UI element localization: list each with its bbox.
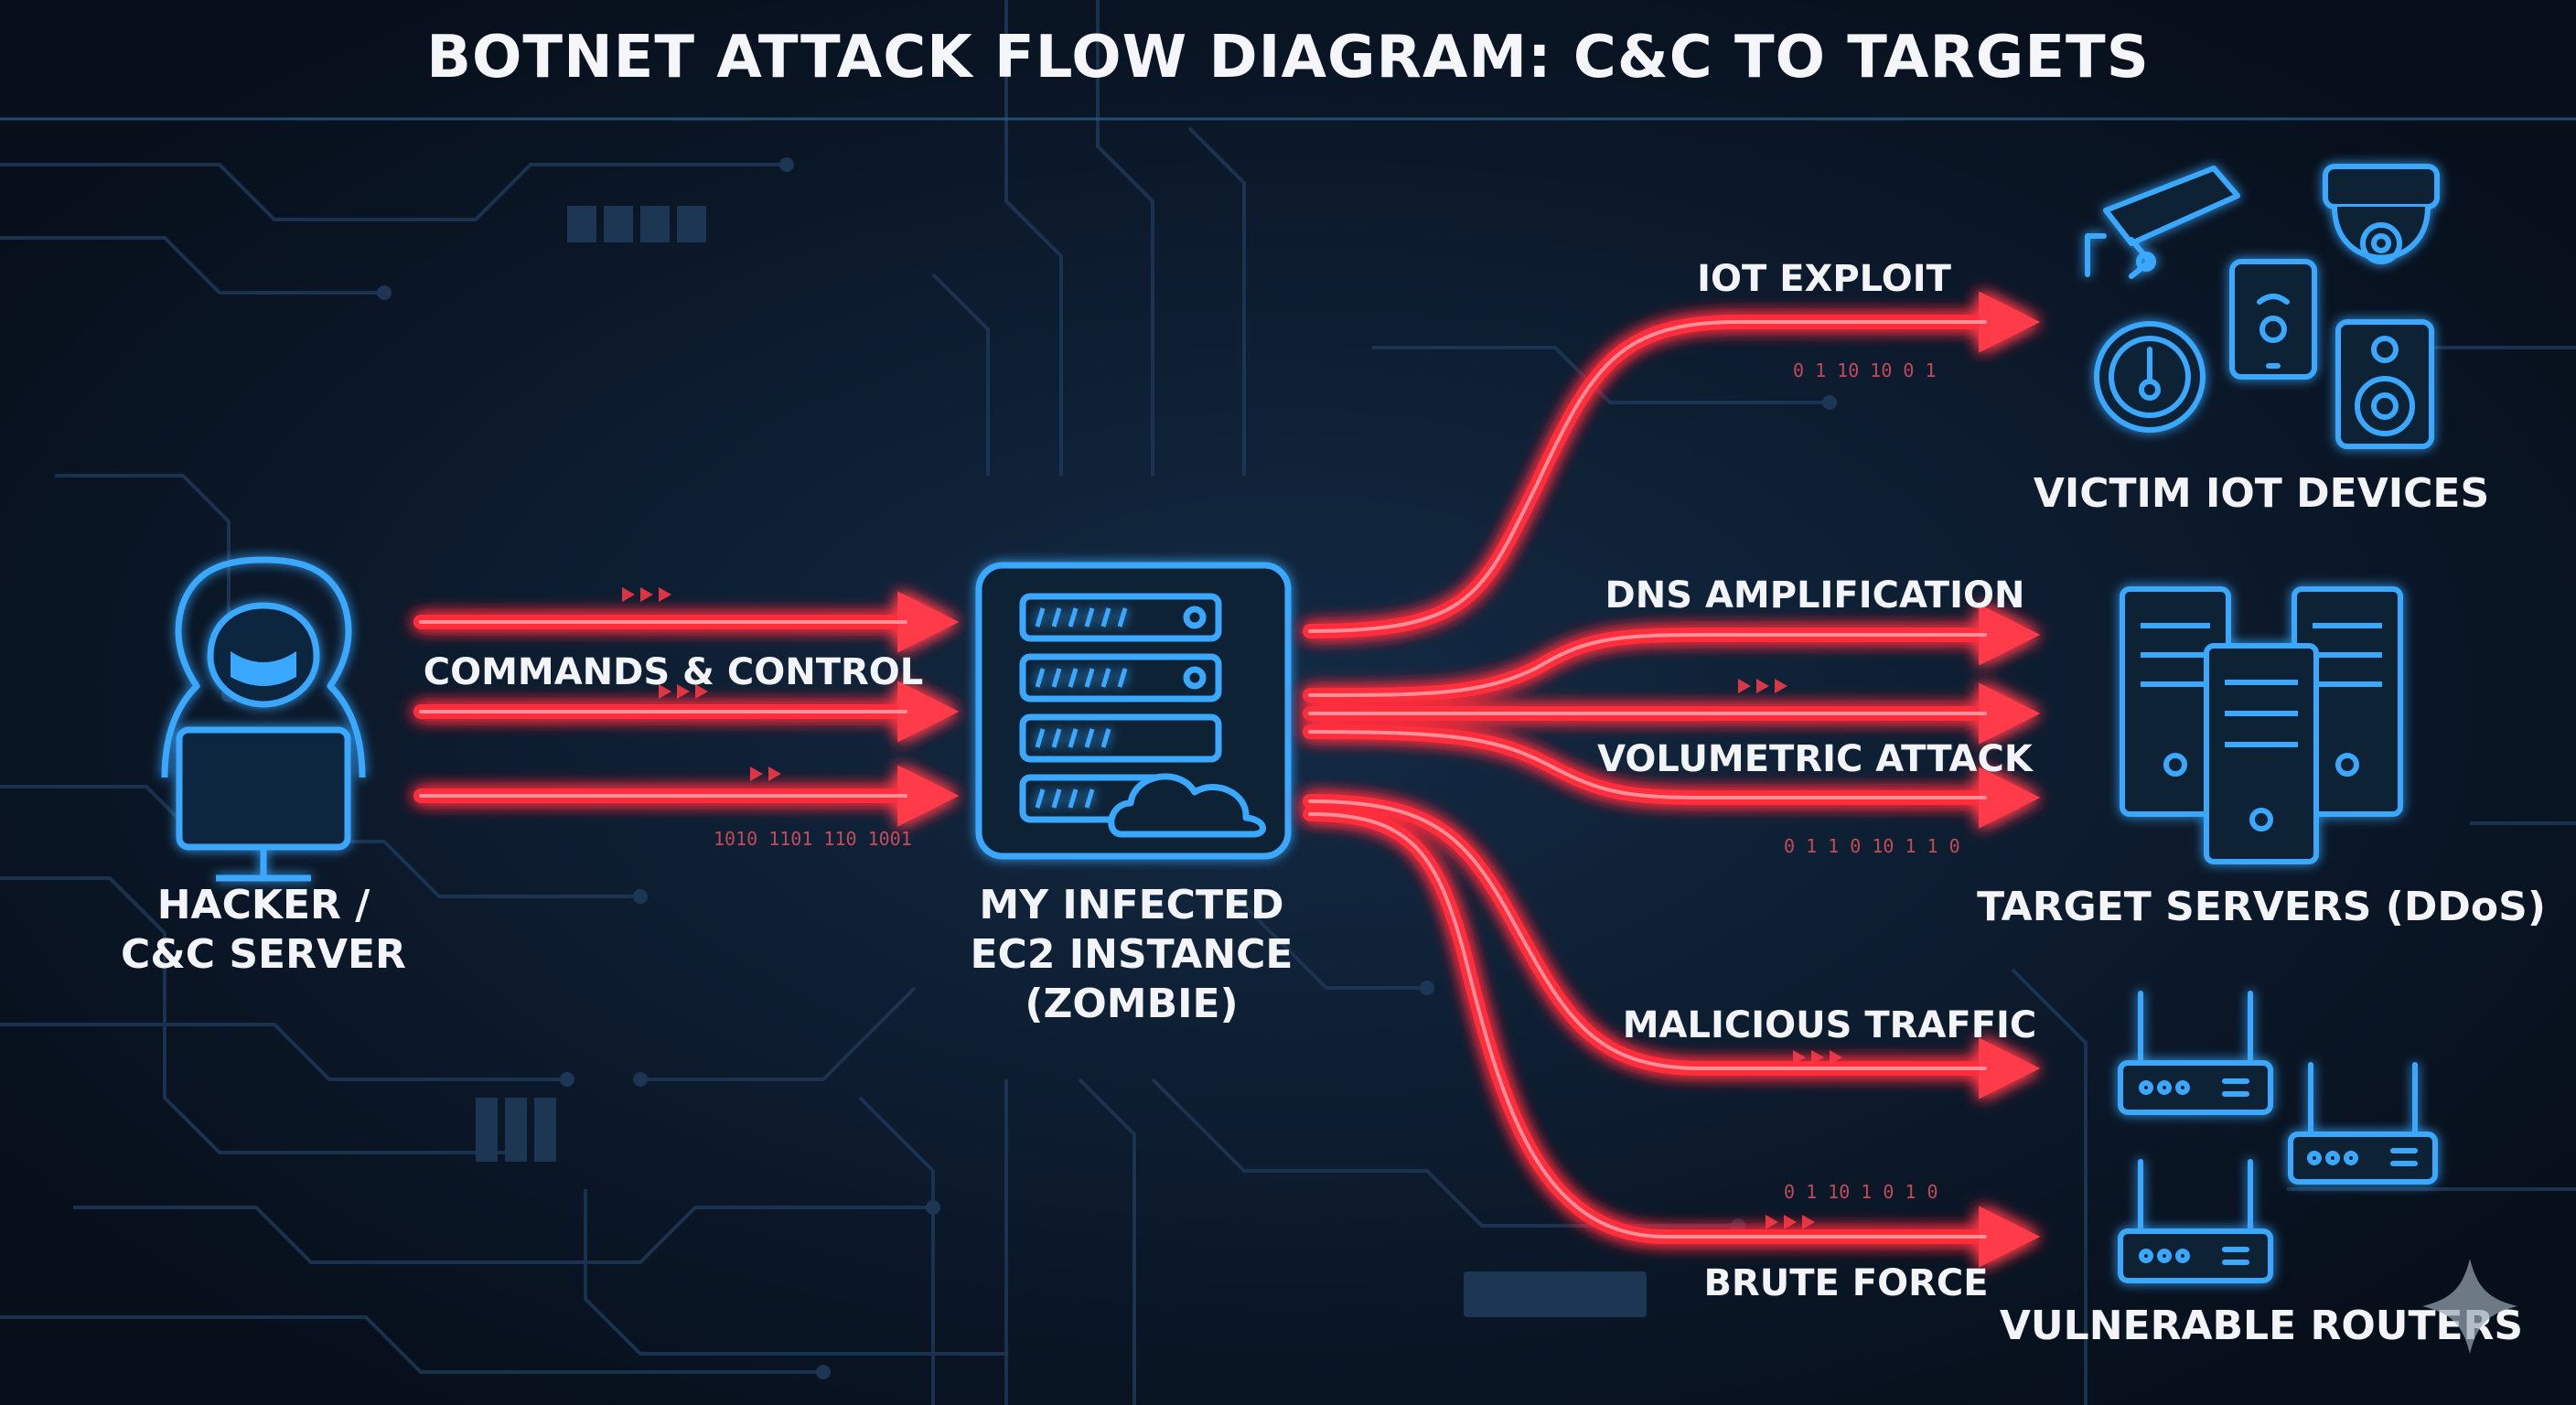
label-volumetric-attack: VOLUMETRIC ATTACK: [1597, 738, 2034, 780]
hacker-label-line1: HACKER /: [157, 882, 371, 928]
servers-label: TARGET SERVERS (DDoS): [1977, 884, 2546, 930]
wifi-router-icon: [2118, 991, 2438, 1283]
label-dns-amplification: DNS AMPLIFICATION: [1605, 574, 2025, 617]
circuit-pads: [221, 157, 1837, 1379]
thermostat-icon: [2094, 321, 2206, 433]
zombie-label-line2: EC2 INSTANCE: [971, 931, 1293, 978]
server-cloud-icon: [975, 562, 1292, 860]
zombie-label-line1: MY INFECTED: [979, 882, 1283, 928]
diagram-title: BOTNET ATTACK FLOW DIAGRAM: C&C TO TARGE…: [426, 24, 2150, 91]
zombie-label-line3: (ZOMBIE): [1025, 981, 1238, 1027]
iot-devices-icon: [2085, 164, 2440, 449]
speaker-icon: [2335, 319, 2434, 449]
bits-stream-b: 0 1 10 10 0 1: [1793, 359, 1937, 381]
server-slot-marks: [1035, 607, 1128, 809]
bits-stream-c: 0 1 1 0 10 1 1 0: [1784, 835, 1960, 857]
label-malicious-traffic: MALICIOUS TRAFFIC: [1623, 1004, 2037, 1046]
label-commands-control: COMMANDS & CONTROL: [424, 651, 924, 693]
hacker-label-line2: C&C SERVER: [121, 931, 406, 978]
dome-camera-icon: [2323, 164, 2440, 264]
bits-stream-a: 1010 1101 110 1001: [714, 828, 912, 850]
arrow-cores: [419, 320, 1987, 1239]
router-right: [2288, 1062, 2438, 1185]
tablet-icon: [2229, 259, 2317, 380]
router-top: [2118, 991, 2273, 1115]
label-brute-force: BRUTE FORCE: [1703, 1262, 1988, 1304]
bits-stream-d: 0 1 10 1 0 1 0: [1784, 1181, 1938, 1203]
router-bottom: [2118, 1159, 2273, 1283]
sparkle-icon: [2422, 1259, 2517, 1354]
iot-label: VICTIM IOT DEVICES: [2034, 470, 2489, 517]
data-stream-chevrons: [622, 587, 1842, 1229]
hooded-hacker-icon: [161, 556, 366, 882]
server-tower-icon: [2120, 586, 2403, 864]
security-camera-icon: [2085, 166, 2240, 279]
server-tower-center: [2204, 643, 2319, 864]
label-iot-exploit: IOT EXPLOIT: [1697, 258, 1952, 300]
